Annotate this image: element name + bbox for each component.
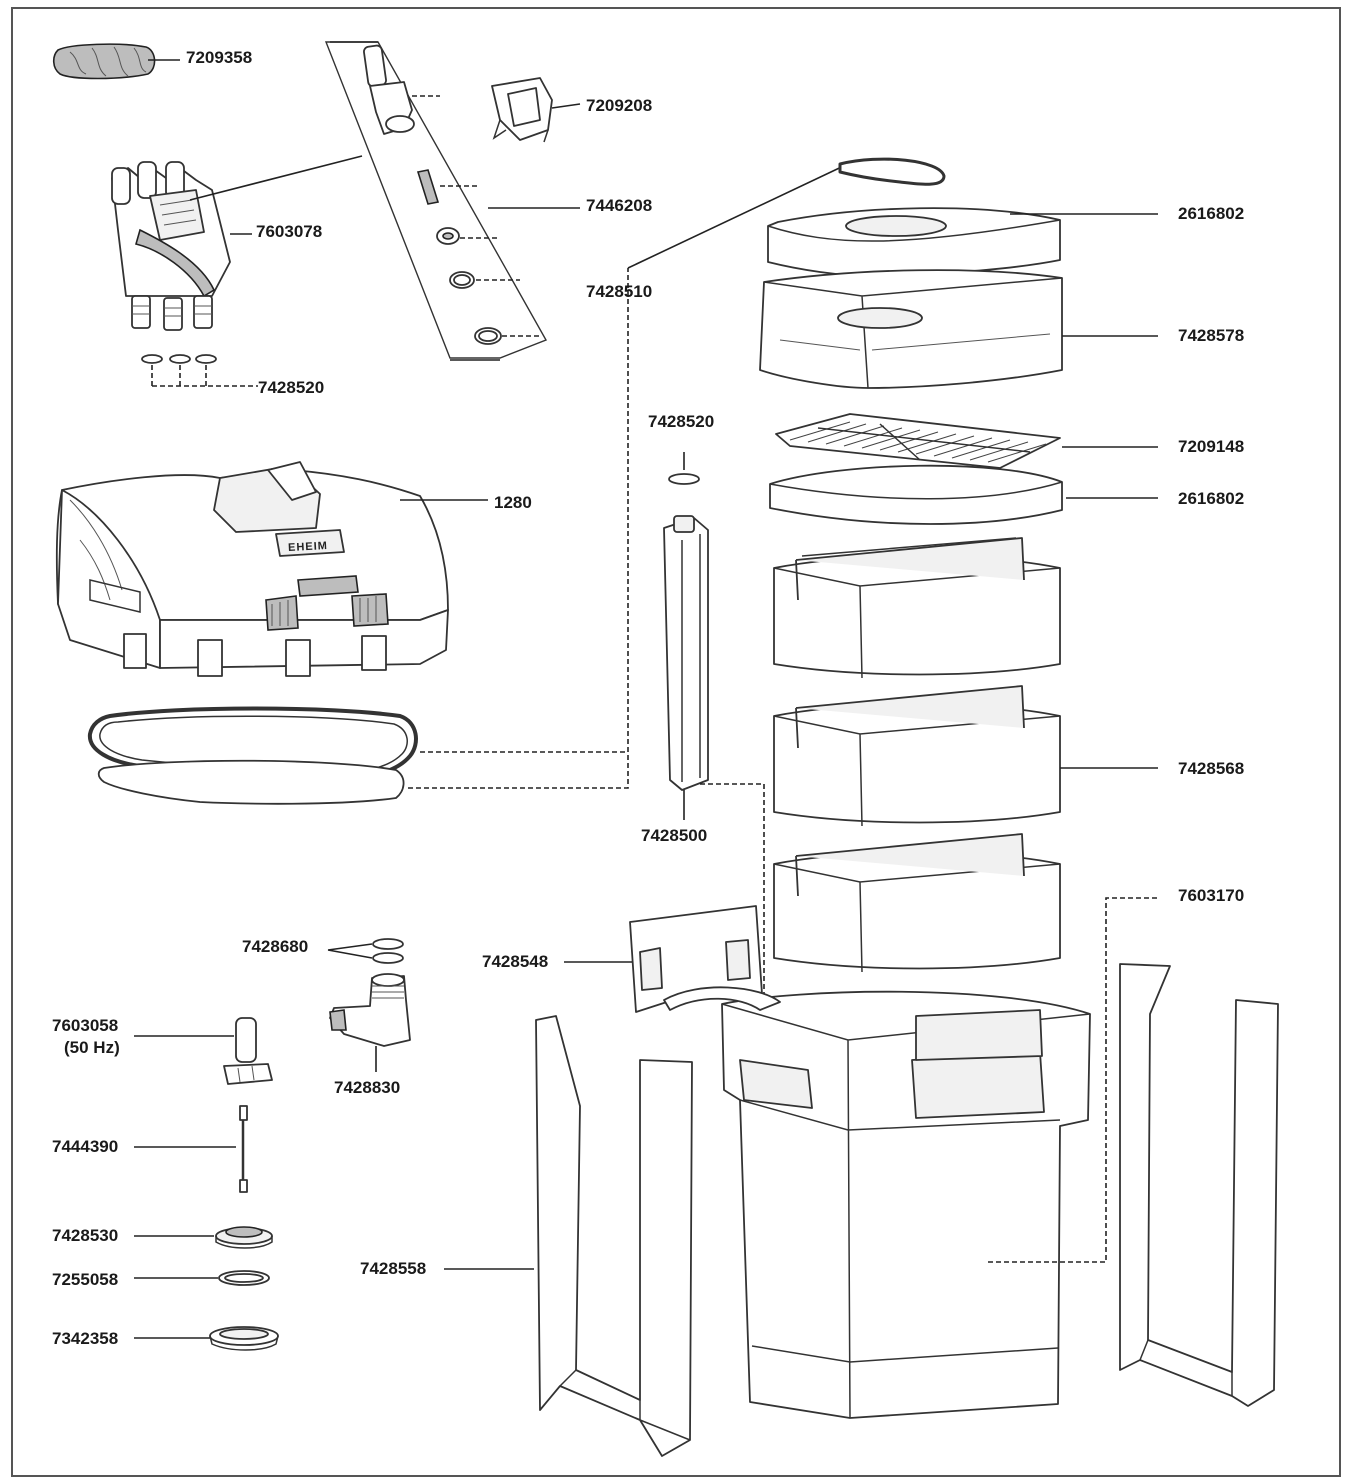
brand-logo-text: EHEIM: [287, 539, 329, 555]
bearing-cup-part: [215, 1226, 273, 1249]
part-label-7428578: 7428578: [1178, 326, 1245, 345]
upper-frame-part: [759, 269, 1063, 389]
part-label-7428500: 7428500: [641, 826, 708, 845]
grid-plate-part: [775, 413, 1061, 469]
filter-tube-part: [663, 473, 709, 791]
part-label-7603058: 7603058: [52, 1016, 119, 1035]
part-note-50hz: (50 Hz): [64, 1038, 120, 1057]
diagram-frame: [11, 7, 1341, 1477]
part-label-7428680: 7428680: [242, 937, 309, 956]
sponge-part: [52, 43, 156, 80]
part-label-2616802-b: 2616802: [1178, 489, 1245, 508]
part-label-7209148: 7209148: [1178, 437, 1245, 456]
part-label-7428510: 7428510: [586, 282, 653, 301]
o-ring-impeller-part: [218, 1270, 270, 1286]
valve-detail-panel: [324, 41, 548, 361]
part-label-7428830: 7428830: [334, 1078, 401, 1097]
canister-body-part: [721, 990, 1091, 1419]
connection-adapter-part: [111, 161, 231, 331]
part-label-7444390: 7444390: [52, 1137, 119, 1156]
filter-pad-part: [769, 464, 1063, 525]
part-label-7446208: 7446208: [586, 196, 653, 215]
part-label-7428558: 7428558: [360, 1259, 427, 1278]
shaft-part: [239, 1105, 248, 1193]
right-u-handle-part: [1119, 963, 1279, 1407]
pump-head-part: [55, 461, 449, 677]
part-label-7428548: 7428548: [482, 952, 549, 971]
impeller-part: [223, 1017, 273, 1085]
part-label-2616802-a: 2616802: [1178, 204, 1245, 223]
part-label-7428530: 7428530: [52, 1226, 119, 1245]
sealing-ring-part: [87, 706, 418, 805]
part-label-7603078: 7603078: [256, 222, 323, 241]
left-u-handle-part: [535, 1015, 693, 1457]
elbow-connector-part: [329, 973, 411, 1047]
o-rings-small-part: [141, 354, 258, 387]
part-label-7428520-b: 7428520: [648, 412, 715, 431]
media-basket-2: [773, 685, 1061, 827]
part-label-1280: 1280: [494, 493, 532, 512]
o-rings-elbow-part: [372, 938, 404, 964]
clip-part: [491, 77, 553, 143]
part-label-7255058: 7255058: [52, 1270, 119, 1289]
media-basket-1: [773, 537, 1061, 679]
brand-logo: EHEIM: [278, 536, 339, 557]
loop-handle-part: [838, 157, 946, 186]
media-basket-3: [773, 833, 1061, 973]
side-door-part: [629, 905, 781, 1013]
part-label-7342358: 7342358: [52, 1329, 119, 1348]
part-label-7603170: 7603170: [1178, 886, 1245, 905]
part-label-7209208: 7209208: [586, 96, 653, 115]
part-label-7428568: 7428568: [1178, 759, 1245, 778]
top-cover-part: [767, 207, 1061, 277]
part-label-7428520-a: 7428520: [258, 378, 325, 397]
part-label-7209358: 7209358: [186, 48, 253, 67]
impeller-cover-part: [209, 1326, 279, 1351]
